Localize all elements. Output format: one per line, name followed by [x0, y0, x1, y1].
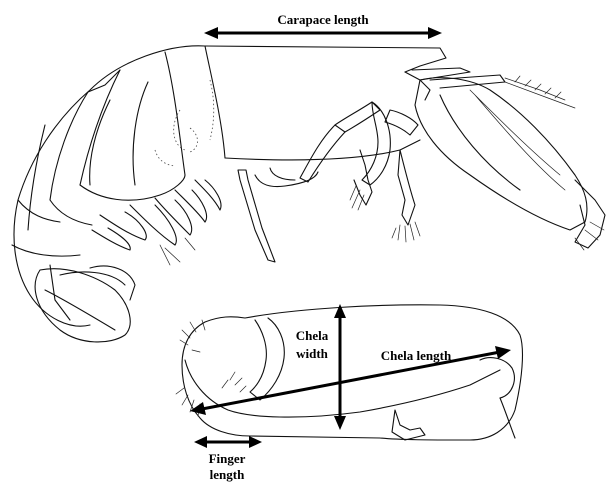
carapace-length-arrow: [204, 27, 442, 39]
chela-length-arrow: [190, 346, 511, 415]
finger-length-label-line1: Finger: [209, 451, 246, 466]
chela-width-label-line2: width: [296, 346, 329, 361]
chela-width-arrow: [334, 304, 346, 430]
shrimp-body-drawing: [12, 46, 605, 342]
chela-detail-drawing: [176, 305, 522, 440]
carapace-length-label: Carapace length: [277, 12, 369, 27]
chela-width-label-line1: Chela: [296, 328, 329, 343]
finger-length-arrow: [194, 436, 262, 448]
finger-length-label-line2: length: [210, 467, 245, 482]
chela-length-label: Chela length: [381, 348, 452, 363]
